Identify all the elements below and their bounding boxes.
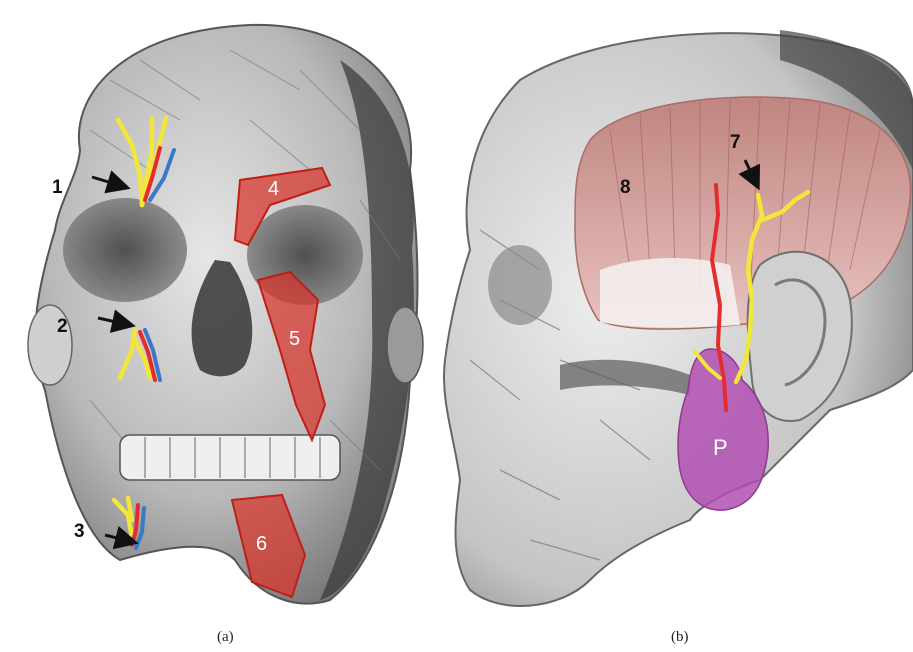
label-3: 3 [74, 521, 85, 542]
label-6: 6 [256, 533, 267, 555]
right-zygoma [387, 307, 423, 383]
label-2: 2 [57, 316, 68, 337]
label-4: 4 [268, 178, 279, 200]
panel-b: 7 8 P (b) [444, 30, 913, 645]
panel-a: 1 2 3 4 5 6 (a) [28, 25, 423, 645]
label-5: 5 [289, 328, 300, 350]
label-8: 8 [620, 177, 631, 198]
orbit-lateral [488, 245, 552, 325]
teeth [120, 435, 340, 480]
caption-b: (b) [671, 629, 689, 645]
label-parotid: P [713, 435, 728, 460]
left-orbit [63, 198, 187, 302]
caption-a: (a) [217, 629, 234, 645]
label-1: 1 [52, 177, 63, 198]
label-7: 7 [730, 132, 741, 153]
